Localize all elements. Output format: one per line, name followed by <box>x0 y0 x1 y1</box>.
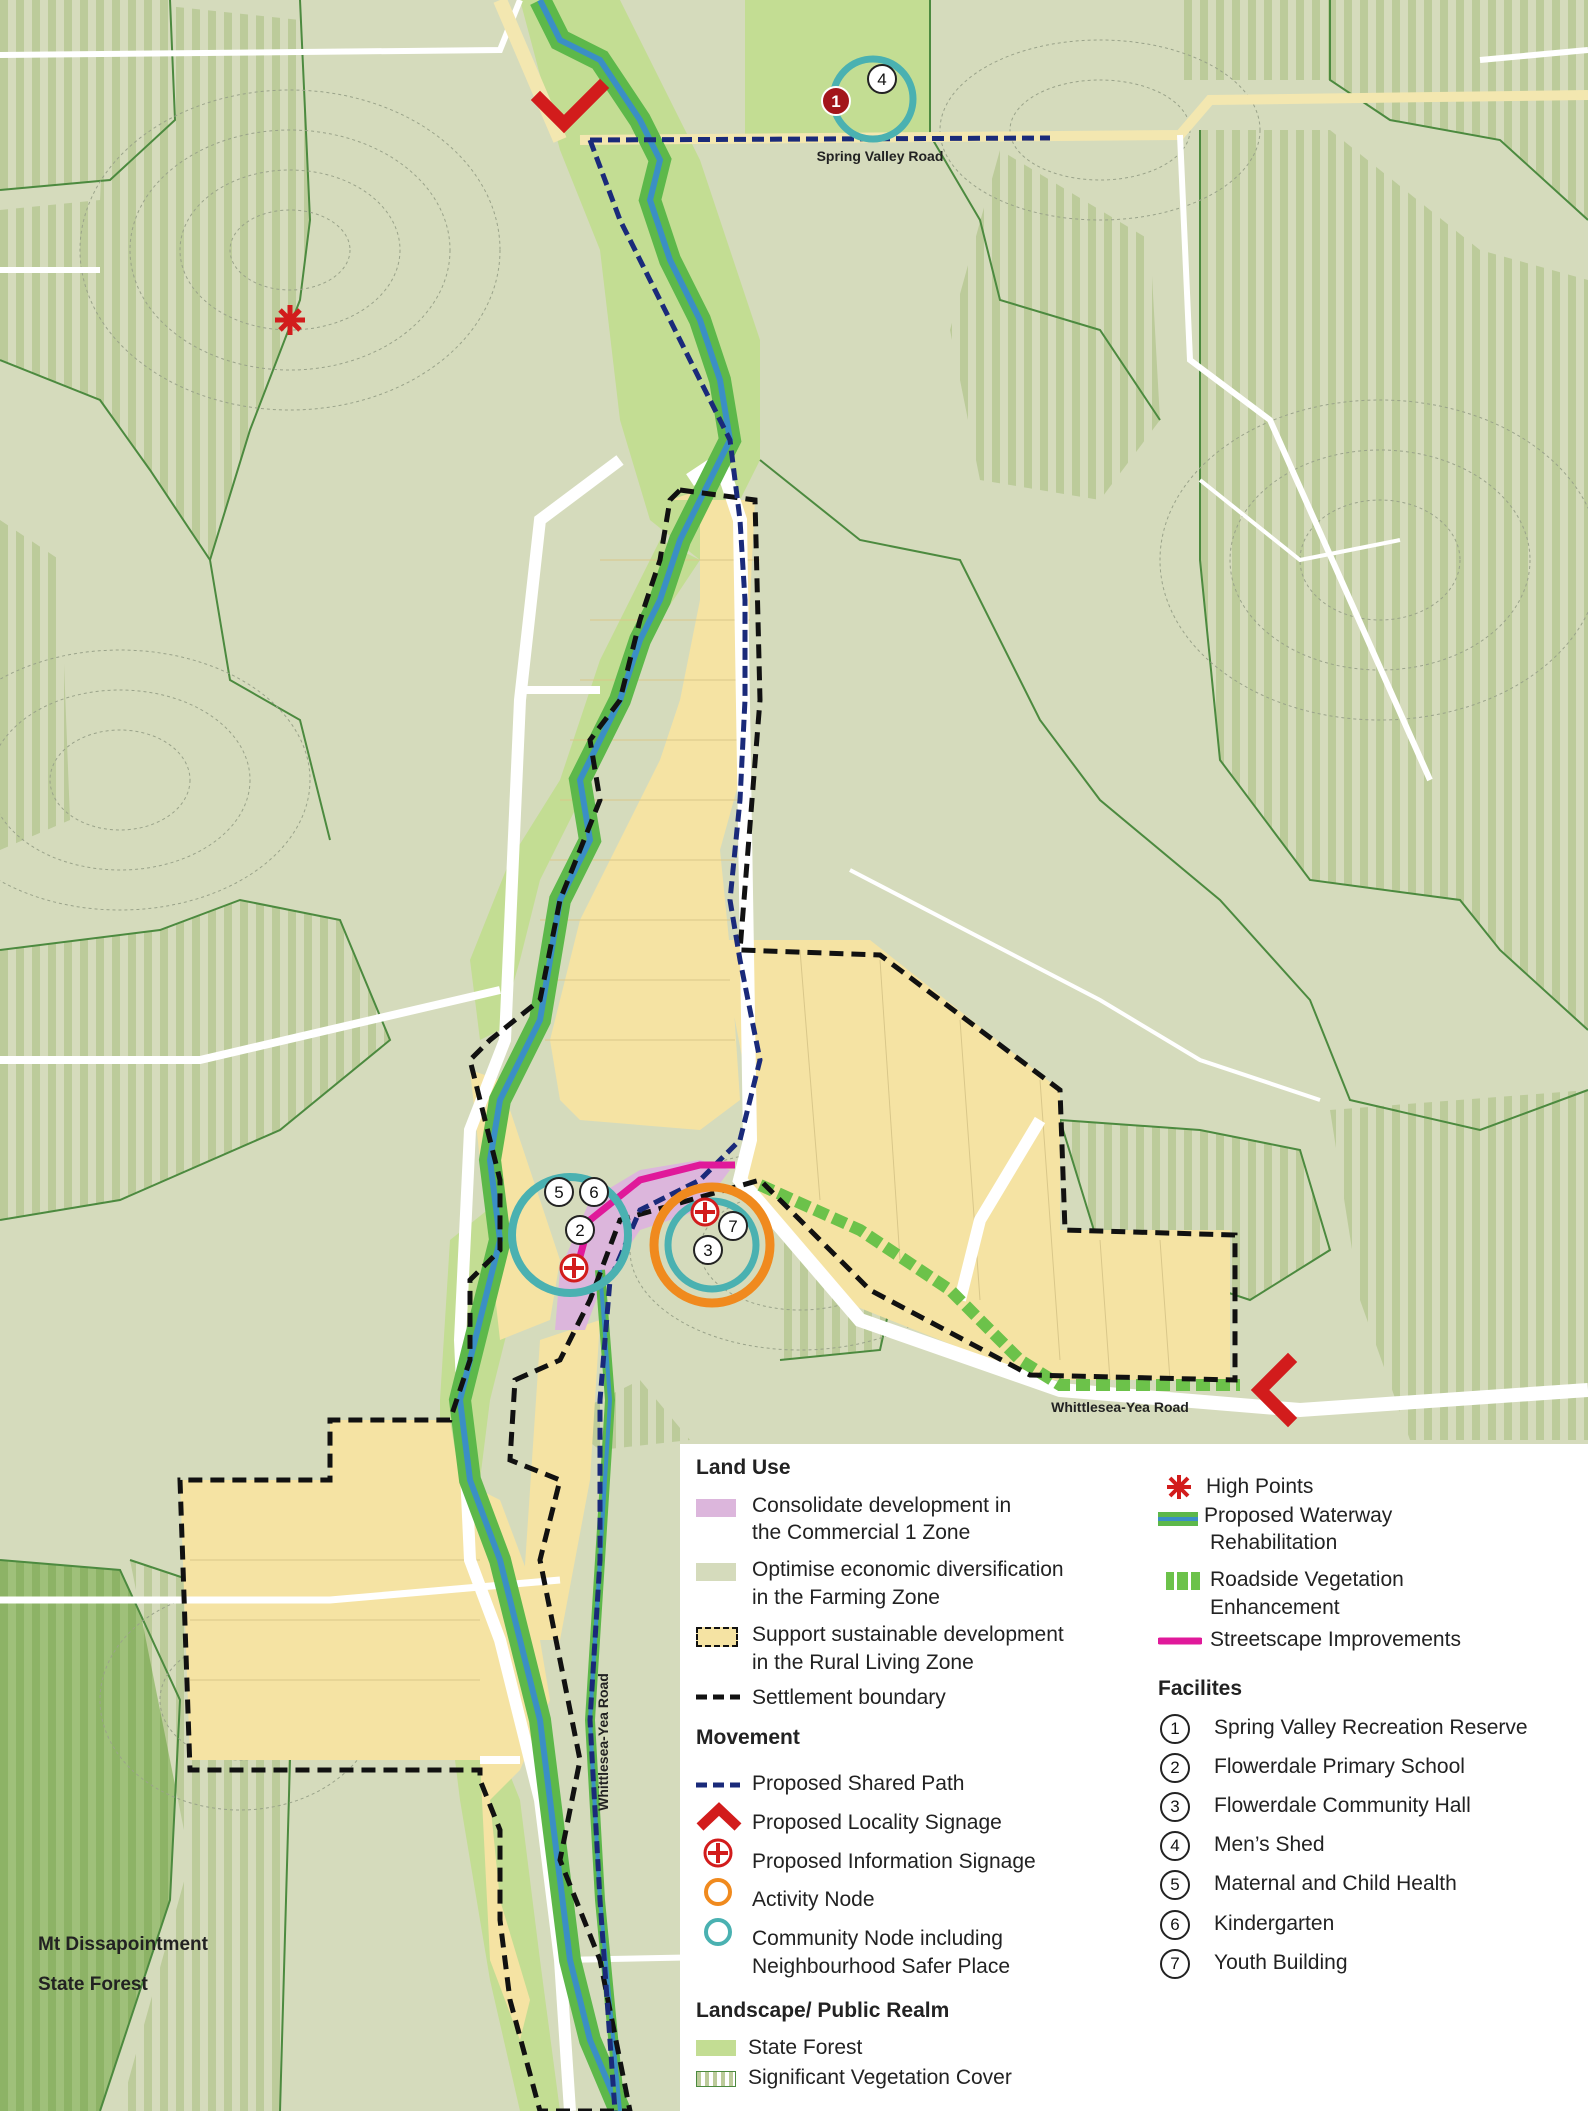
facility-2-label: Flowerdale Primary School <box>1214 1755 1465 1778</box>
legend-community-node-line1: Community Node including <box>752 1927 1003 1950</box>
community-node-west[interactable] <box>508 1173 632 1297</box>
facility-2-badge: 2 <box>1160 1753 1190 1783</box>
road-label-spring-valley: Spring Valley Road <box>817 148 944 164</box>
facility-marker-1-label: 1 <box>831 92 840 111</box>
legend-rural-living-line2: in the Rural Living Zone <box>752 1651 974 1674</box>
legend-waterway-line2: Rehabilitation <box>1210 1531 1338 1554</box>
facility-3-label: Flowerdale Community Hall <box>1214 1794 1471 1817</box>
facility-7-label: Youth Building <box>1214 1951 1348 1974</box>
roadside-vegetation-swatch <box>1166 1572 1200 1590</box>
facility-marker-2[interactable] <box>565 1215 595 1245</box>
facility-1-label: Spring Valley Recreation Reserve <box>1214 1716 1528 1739</box>
legend-shared-path: Proposed Shared Path <box>752 1772 965 1795</box>
legend-heading-facilities: Facilites <box>1158 1677 1243 1700</box>
facility-marker-1[interactable] <box>821 86 851 116</box>
locality-signage-icon <box>696 1802 742 1831</box>
facility-marker-4-label: 4 <box>877 70 886 89</box>
facility-marker-6-label: 6 <box>589 1183 598 1202</box>
legend-roadside-line1: Roadside Vegetation <box>1210 1568 1404 1591</box>
locality-signage-north[interactable] <box>530 78 610 134</box>
road-label-whittlesea-yea-vertical: Whittlesea-Yea Road <box>595 1673 611 1811</box>
legend-waterway-line1: Proposed Waterway <box>1204 1504 1393 1527</box>
facility-marker-4[interactable] <box>867 64 897 94</box>
facility-3-badge: 3 <box>1160 1792 1190 1822</box>
settlement-boundary-swatch <box>696 1694 740 1700</box>
facility-marker-5[interactable] <box>544 1177 574 1207</box>
information-signage-central-icon[interactable] <box>690 1197 720 1227</box>
significant-vegetation-swatch <box>696 2071 736 2087</box>
settlement-boundary <box>177 487 1238 2111</box>
facility-5-label: Maternal and Child Health <box>1214 1872 1457 1895</box>
activity-node[interactable] <box>649 1182 775 1308</box>
high-points-icon <box>1167 1475 1191 1499</box>
locality-signage-east[interactable] <box>1250 1352 1298 1428</box>
community-node-icon <box>704 1918 732 1946</box>
shared-path-swatch <box>696 1782 740 1788</box>
information-signage-icon <box>703 1838 733 1868</box>
legend-significant-vegetation: Significant Vegetation Cover <box>748 2066 1012 2089</box>
area-label-state-forest: State Forest <box>38 1974 148 1995</box>
streetscape-swatch <box>1158 1637 1202 1645</box>
legend-locality-signage: Proposed Locality Signage <box>752 1811 1002 1834</box>
legend-commercial-line1: Consolidate development in <box>752 1494 1012 1517</box>
farming-zone-swatch <box>696 1563 736 1581</box>
legend-activity-node: Activity Node <box>752 1888 875 1911</box>
shared-path-spring-valley <box>589 135 1051 143</box>
facility-marker-7[interactable] <box>718 1211 748 1241</box>
road-label-whittlesea-yea-east: Whittlesea-Yea Road <box>1051 1399 1189 1415</box>
waterway-river <box>456 0 734 2111</box>
waterway-rehabilitation-swatch <box>1158 1512 1198 1526</box>
facility-marker-7-label: 7 <box>728 1217 737 1236</box>
legend-settlement-boundary: Settlement boundary <box>752 1686 946 1709</box>
facility-marker-3-label: 3 <box>703 1241 712 1260</box>
facility-marker-5-label: 5 <box>554 1183 563 1202</box>
commercial-zone-swatch <box>696 1499 736 1517</box>
facility-marker-2-label: 2 <box>575 1221 584 1240</box>
facility-marker-6[interactable] <box>579 1177 609 1207</box>
facility-4-label: Men’s Shed <box>1214 1833 1325 1856</box>
information-signage-west-icon[interactable] <box>559 1253 589 1283</box>
facility-5-badge: 5 <box>1160 1870 1190 1900</box>
area-label-mt-dissapointment: Mt Dissapointment <box>38 1934 209 1955</box>
facility-marker-3[interactable] <box>693 1235 723 1265</box>
facility-7-badge: 7 <box>1160 1949 1190 1979</box>
shared-path-main <box>587 139 763 2111</box>
high-point-icon[interactable] <box>275 305 305 335</box>
rural-living-zone-swatch <box>696 1627 738 1647</box>
state-forest-swatch <box>696 2040 736 2056</box>
facility-4-badge: 4 <box>1160 1831 1190 1861</box>
legend-high-points: High Points <box>1206 1475 1314 1498</box>
legend-heading-landscape: Landscape/ Public Realm <box>696 1999 950 2022</box>
legend-community-node-line2: Neighbourhood Safer Place <box>752 1955 1011 1978</box>
facility-6-badge: 6 <box>1160 1910 1190 1940</box>
legend-state-forest: State Forest <box>748 2036 863 2059</box>
legend-farming-line1: Optimise economic diversification <box>752 1558 1064 1581</box>
legend-rural-living-line1: Support sustainable development <box>752 1623 1064 1646</box>
facility-6-label: Kindergarten <box>1214 1912 1335 1935</box>
roadside-vegetation-enhancement <box>757 1179 1240 1391</box>
legend-streetscape: Streetscape Improvements <box>1210 1628 1461 1651</box>
legend-farming-line2: in the Farming Zone <box>752 1586 940 1609</box>
activity-node-icon <box>704 1878 732 1906</box>
legend-heading-land-use: Land Use <box>696 1456 791 1479</box>
legend-commercial-line2: the Commercial 1 Zone <box>752 1521 971 1544</box>
map-legend: Land Use Consolidate development in the … <box>680 1444 1588 2111</box>
facility-1-badge: 1 <box>1160 1714 1190 1744</box>
legend-heading-movement: Movement <box>696 1726 800 1749</box>
legend-roadside-line2: Enhancement <box>1210 1596 1340 1619</box>
legend-information-signage: Proposed Information Signage <box>752 1850 1036 1873</box>
